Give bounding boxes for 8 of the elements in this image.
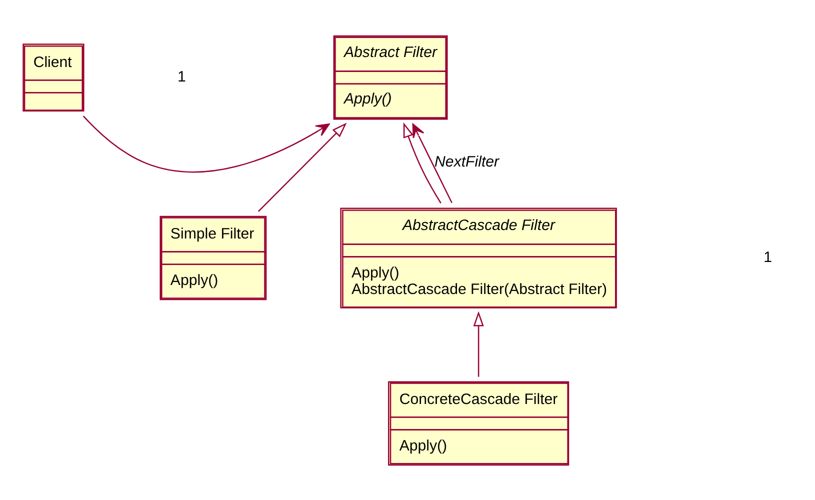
arrow (412, 123, 452, 203)
label: 1 (764, 248, 772, 266)
arrow (473, 310, 484, 376)
label: 1 (178, 68, 186, 85)
arrow (403, 122, 442, 203)
arrow (82, 115, 330, 172)
edge-label: NextFilter (434, 152, 500, 170)
arrow (258, 122, 347, 212)
